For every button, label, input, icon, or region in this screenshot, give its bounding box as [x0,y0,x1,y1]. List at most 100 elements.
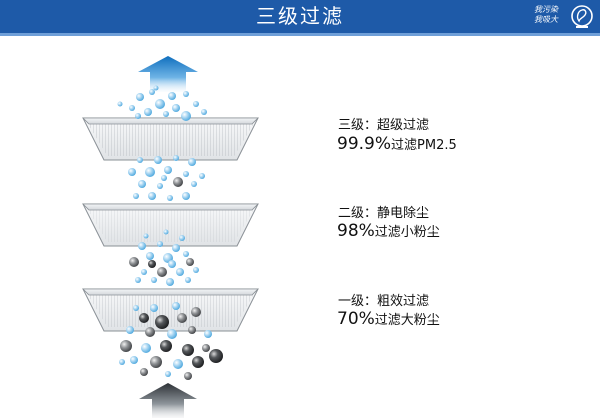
clean-air-particle [154,156,162,164]
clean-air-particle [199,173,205,179]
clean-air-particle [172,302,180,310]
dust-particle [120,340,132,352]
dust-particle [157,267,167,277]
clean-air-particle [133,193,139,199]
clean-air-particle [179,235,185,241]
clean-air-particle [161,175,167,181]
dust-particle [191,307,201,317]
clean-air-particle [133,305,139,311]
stage-3-percent: 99.9% [337,134,392,154]
clean-air-particle [145,167,155,177]
clean-air-particle [148,192,156,200]
stage-3-value: 99.9%过滤PM2.5 [337,134,457,154]
stage-1-label: 一级：粗效过滤 [338,294,430,309]
dust-particle [186,258,194,266]
clean-air-particle [167,195,173,201]
clean-air-particle [130,356,138,364]
clean-air-particle [183,171,189,177]
dust-particle [160,340,172,352]
arrow-up-icon [139,383,197,418]
logo-text: 我污染 我吸大 [534,5,558,24]
dust-particle [129,257,139,267]
clean-air-particle [185,277,191,283]
clean-air-particle [164,166,172,174]
dust-particle [145,327,155,337]
clean-air-particle [157,183,163,189]
clean-air-particle [153,85,159,91]
brand-logo-icon [571,5,593,28]
clean-air-particle [117,101,123,107]
clean-air-particle [128,168,136,176]
clean-air-particle [126,326,134,334]
page-title: 三级过滤 [256,4,344,28]
clean-air-particle [150,304,158,312]
clean-air-particle [138,242,146,250]
filter-stage-3 [82,117,259,161]
header-accent-line [0,33,600,36]
clean-air-particle [168,260,176,268]
clean-air-particle [155,99,165,109]
dust-particle [177,313,187,323]
clean-air-particle [163,229,169,235]
stage-1-percent: 70% [337,309,375,329]
clean-air-particle [144,108,152,116]
clean-air-particle [119,359,125,365]
stage-2-value: 98%过滤小粉尘 [337,221,440,241]
dust-particle [173,177,183,187]
dust-particle [188,326,196,334]
dust-particle [139,313,149,323]
clean-air-particle [176,268,184,276]
clean-air-particle [193,267,199,273]
dust-particle [202,344,210,352]
clean-air-particle [204,330,212,338]
clean-air-particle [135,113,141,119]
clean-air-particle [141,343,151,353]
clean-air-particle [173,155,179,161]
clean-air-particle [143,233,149,239]
particles [117,85,223,380]
dust-particle [148,260,156,268]
stage-3-label: 三级：超级过滤 [338,118,430,133]
clean-air-particle [149,89,155,95]
clean-air-particle [141,269,147,275]
clean-air-particle [182,192,190,200]
clean-air-particle [136,93,144,101]
clean-air-particle [183,251,189,257]
dust-particle [155,315,169,329]
dust-particle [209,349,223,363]
clean-air-particle [165,371,171,377]
clean-air-particle [183,91,189,97]
filter-diagram [82,56,259,418]
stage-1-value: 70%过滤大粉尘 [337,309,440,329]
clean-air-particle [193,101,199,107]
clean-air-particle [135,277,141,283]
clean-air-particle [173,359,183,369]
clean-air-particle [151,277,157,283]
arrow-up-icon [138,56,198,92]
stage-1-description: 过滤大粉尘 [374,313,440,328]
clean-air-particle [168,92,176,100]
clean-air-particle [172,244,180,252]
clean-air-particle [146,252,154,260]
dust-particle [150,356,162,368]
dust-particle [182,344,194,356]
clean-air-particle [137,157,143,163]
clean-air-particle [157,241,163,247]
clean-air-particle [201,109,207,115]
stage-2-label: 二级：静电除尘 [338,206,430,221]
clean-air-particle [167,329,177,339]
clean-air-particle [181,111,191,121]
clean-air-particle [129,105,135,111]
dust-particle [184,372,192,380]
dust-particle [140,368,148,376]
filter-stage-1 [82,288,259,332]
clean-air-particle [172,104,180,112]
clean-air-particle [138,180,146,188]
header-bar [0,0,600,33]
stage-2-description: 过滤小粉尘 [374,225,440,240]
filter-stage-2 [82,203,259,247]
clean-air-particle [163,111,169,117]
clean-air-particle [166,278,174,286]
clean-air-particle [191,181,197,187]
dust-particle [192,356,204,368]
